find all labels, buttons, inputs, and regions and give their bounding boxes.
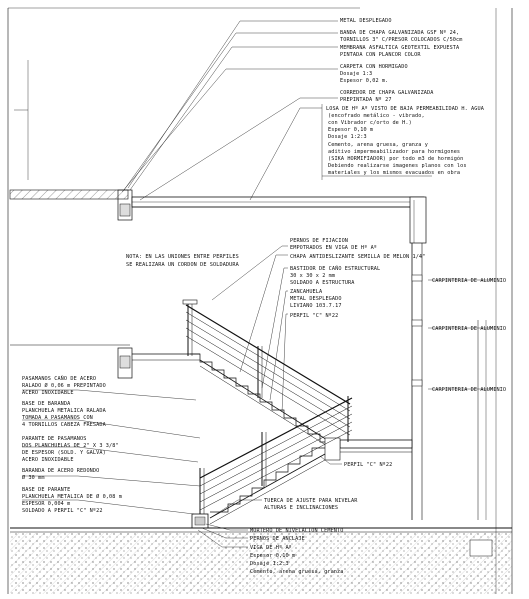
note-block: NOTA: EN LAS UNIONES ENTRE PERFILES SE R… [126,254,240,268]
label-espesor-losa: Espesor 0,10 m [328,127,373,133]
label-acero-inox-2: ACERO INOXIDABLE [22,457,74,463]
stair-footing [10,513,512,594]
label-soldado-perfil: SOLDADO A PERFIL "C" Nº22 [22,508,103,514]
label-dosaje-viga: Dosaje 1:2:3 [250,561,289,567]
stair-landing [324,437,413,461]
label-acero-inox-1: ACERO INOXIDABLE [22,390,74,396]
upper-stair-flight [182,299,351,455]
label-pernos-fijacion: PERNOS DE FIJACION [290,238,348,244]
left-leaders [22,389,201,515]
middle-labels: PERNOS DE FIJACION EMPOTRADOS EN VIGA DE… [290,238,425,319]
label-bastidor: BASTIDOR DE CAÑO ESTRUCTURAL [290,265,380,272]
label-metal-desplegado-2: METAL DESPLEGADO [290,296,342,302]
lower-stair-flight [199,396,353,525]
label-alturas: ALTURAS E INCLINACIONES [264,505,338,511]
label-carpinteria-1: CARPINTERIA DE ALUMINIO [432,278,506,284]
label-perfil-c-upper: PERFIL "C" Nº22 [290,313,338,319]
label-parante: PARANTE DE PASAMANOS [22,436,86,442]
right-labels: CARPINTERIA DE ALUMINIO CARPINTERIA DE A… [432,278,506,393]
label-baranda-redondo: BARANDA DE ACERO REDONDO [22,468,99,474]
label-dos-planchuelas: DOS PLANCHUELAS DE 2" X 3 3/8" [22,443,119,449]
label-soldado-estructura: SOLDADO A ESTRUCTURA [290,280,355,286]
label-espesor-carpeta: Espesor 0,02 m. [340,78,388,84]
middle-floor-slab [10,344,200,379]
lower-labels: PERFIL "C" Nº22 TUERCA DE AJUSTE PARA NI… [264,462,392,511]
label-liviano: LIVIANO 103.7.17 [290,303,342,309]
label-aditivo: aditivo impermeabilizador para hormigone… [328,149,460,155]
label-carpinteria-3: CARPINTERIA DE ALUMINIO [432,387,506,393]
upper-roof-slab [9,189,427,244]
label-nota-2: SE REALIZARA UN CORDON DE SOLDADURA [126,262,240,268]
label-tornillos-fresada: 4 TORNILLOS CABEZA FRESADA [22,422,107,428]
label-pintada: PINTADA CON PLANCOR COLOR [340,52,421,58]
label-planchuela-ralada: PLANCHUELA METALICA RALADA [22,408,107,414]
label-base-parante: BASE DE PARANTE [22,487,70,493]
label-vibrador: con Vibrador c/orto de H.) [328,120,412,126]
label-prepintada: PREPINTADA Nº 27 [340,97,392,103]
top-labels: METAL DESPLEGADO BANDA DE CHAPA GALVANIZ… [326,18,485,176]
label-cemento-losa: Cemento, arena gruesa, granza y [328,142,428,148]
left-labels: PASAMANOS CAÑO DE ACERO RALADO Ø 0,06 m … [22,375,122,514]
right-wall [411,243,487,520]
label-metal-desplegado: METAL DESPLEGADO [340,18,392,24]
label-tomada: TOMADA A PASAMANOS CON [22,415,93,421]
label-dosaje-losa: Dosaje 1:2:3 [328,134,367,140]
label-dosaje-carpeta: Dosaje 1:3 [340,71,372,77]
label-nota-1: NOTA: EN LAS UNIONES ENTRE PERFILES [126,254,239,260]
label-pernos-anclaje: PERNOS DE ANCLAJE [250,536,305,542]
label-espesor-sold: DE ESPESOR (SOLD. Y GALVA) [22,450,106,456]
label-membrana: MEMBRANA ASFALTICA GEOTEXTIL EXPUESTA [340,45,460,51]
bottom-leaders [197,455,342,548]
label-cemento-viga: Cemento, arena gruesa, granza [250,569,343,575]
top-leaders [121,20,432,201]
label-tornillos: TORNILLOS 3" C/PRESOR COLOCADOS C/50cm [340,37,462,43]
label-espesor-viga: Espesor 0,10 m [250,553,295,559]
middle-leaders [211,245,496,413]
label-chapa-antideslizante: CHAPA ANTIDESLIZANTE SEMILLA DE MELON 1/… [290,254,425,260]
label-encofrado: (encofrado metálico - vibrado, [328,112,425,119]
label-corredor-chapa: CORREDOR DE CHAPA GALVANIZADA [340,90,434,96]
label-ralado: RALADO Ø 0,06 m PREPINTADO [22,382,106,389]
label-pasamanos: PASAMANOS CAÑO DE ACERO [22,375,96,382]
label-planchuela-008: PLANCHUELA METALICA DE Ø 0,08 m [22,493,122,500]
label-losa: LOSA DE Hº Aº VISTO DE BAJA PERMEABILIDA… [326,106,485,112]
label-bastidor-medida: 30 x 30 x 2 mm [290,273,335,279]
label-tuerca: TUERCA DE AJUSTE PARA NIVELAR [264,498,358,504]
label-espesor-0004: ESPESOR 0,004 m [22,501,70,507]
label-carpinteria-2: CARPINTERIA DE ALUMINIO [432,326,506,332]
label-viga: VIGA DE Hº Aº [250,545,292,551]
label-mortero: MORTERO DE NIVELACION CEMENTO [250,528,343,534]
bottom-labels: MORTERO DE NIVELACION CEMENTO PERNOS DE … [250,528,343,575]
label-empotrados: EMPOTRADOS EN VIGA DE Hº Aº [290,245,377,251]
label-banda-chapa: BANDA DE CHAPA GALVANIZADA GSF Nº 24, [340,30,459,36]
label-perfil-c-lower: PERFIL "C" Nº22 [344,462,392,468]
label-materiales: materiales y los mismos evacuados en obr… [328,170,460,176]
label-sika: (SIKA HORMIFIADOR) por todo m3 de hormig… [328,155,463,162]
label-diametro-30: Ø 30 mm [22,474,45,481]
label-carpeta: CARPETA CON HORMIGADO [340,64,408,70]
label-zancahuela: ZANCAHUELA [290,289,323,295]
label-planos: Debiendo realizarse imagenes planos con … [328,163,467,169]
label-base-baranda: BASE DE BARANDA [22,401,71,407]
